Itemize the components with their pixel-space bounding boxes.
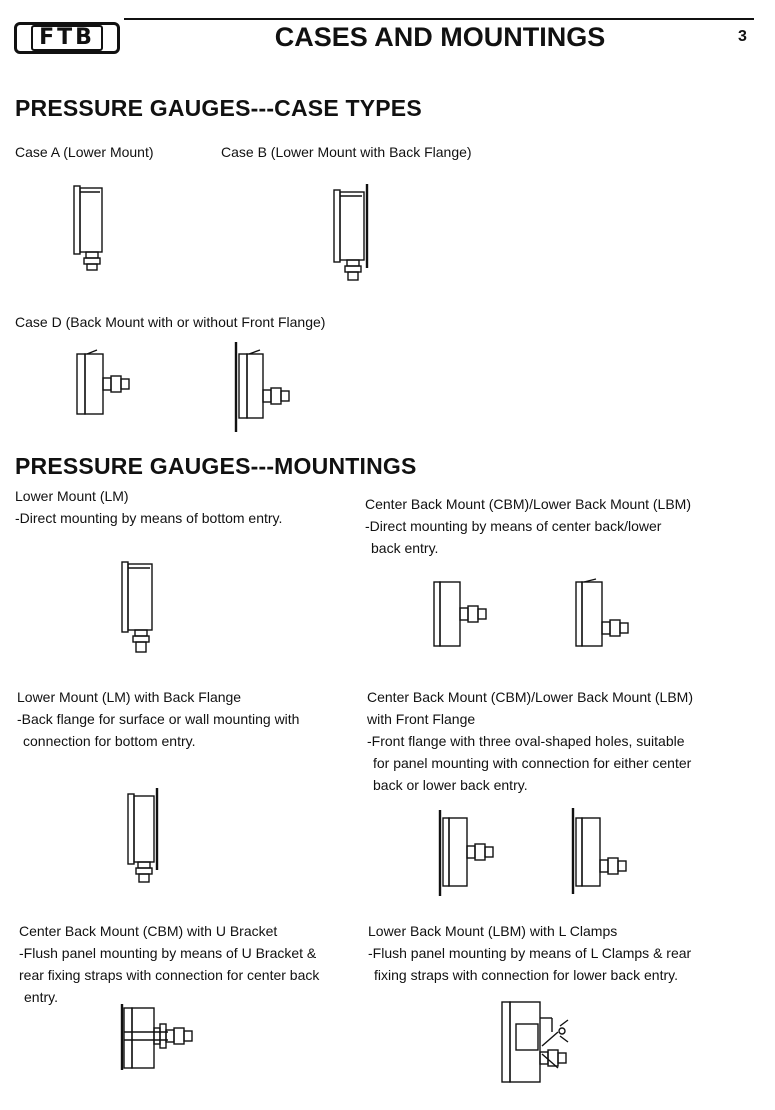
lbm-l-description-line2: fixing straps with connection for lower … (374, 967, 678, 983)
lbm-l-title: Lower Back Mount (LBM) with L Clamps (368, 923, 618, 939)
mountings-heading: PRESSURE GAUGES---MOUNTINGS (15, 453, 417, 479)
case-a-diagram (73, 185, 103, 271)
cbm-u-description-line1: -Flush panel mounting by means of U Brac… (19, 945, 317, 961)
lbm-l-clamps-diagram (501, 1001, 569, 1083)
case-types-heading: PRESSURE GAUGES---CASE TYPES (15, 95, 422, 121)
case-b-label: Case B (Lower Mount with Back Flange) (221, 144, 472, 160)
ftb-logo: FTB (14, 22, 120, 54)
page-title: CASES AND MOUNTINGS (274, 22, 606, 52)
case-a-label: Case A (Lower Mount) (15, 144, 154, 160)
cbm-lbm-flange-description-line1: -Front flange with three oval-shaped hol… (367, 733, 685, 749)
cbm-flange-diagram (438, 810, 494, 896)
lm-flange-diagram (127, 788, 159, 883)
case-d-diagram-with-flange (234, 342, 290, 432)
page-number: 3 (738, 28, 747, 45)
lbm-l-description-line1: -Flush panel mounting by means of L Clam… (368, 945, 692, 961)
case-b-diagram (333, 184, 369, 281)
cbm-u-title: Center Back Mount (CBM) with U Bracket (19, 923, 278, 939)
case-d-label: Case D (Back Mount with or without Front… (15, 314, 326, 330)
lbm-diagram (575, 578, 629, 647)
cbm-lbm-description-line2: back entry. (371, 540, 439, 556)
cbm-lbm-title: Center Back Mount (CBM)/Lower Back Mount… (365, 496, 691, 512)
case-d-diagram-without-flange (76, 349, 130, 415)
logo-text: FTB (31, 25, 103, 51)
lm-description: -Direct mounting by means of bottom entr… (15, 510, 283, 526)
cbm-lbm-flange-title-line2: with Front Flange (367, 711, 476, 727)
cbm-lbm-flange-title-line1: Center Back Mount (CBM)/Lower Back Mount… (367, 689, 693, 705)
cbm-lbm-flange-description-line2: for panel mounting with connection for e… (373, 755, 692, 771)
cbm-lbm-flange-description-line3: back or lower back entry. (373, 777, 528, 793)
lm-title: Lower Mount (LM) (15, 488, 129, 504)
cbm-u-bracket-diagram (120, 1004, 193, 1070)
lm-flange-title: Lower Mount (LM) with Back Flange (17, 689, 242, 705)
lm-flange-description-line2: connection for bottom entry. (23, 733, 196, 749)
lm-diagram (121, 561, 153, 653)
cbm-diagram (433, 581, 487, 647)
cbm-lbm-description-line1: -Direct mounting by means of center back… (365, 518, 662, 534)
header-rule (124, 18, 754, 20)
cbm-u-description-line2: rear fixing straps with connection for c… (19, 967, 320, 983)
lm-flange-description-line1: -Back flange for surface or wall mountin… (17, 711, 300, 727)
lbm-flange-diagram (571, 808, 627, 894)
cbm-u-description-line3: entry. (24, 989, 58, 1005)
